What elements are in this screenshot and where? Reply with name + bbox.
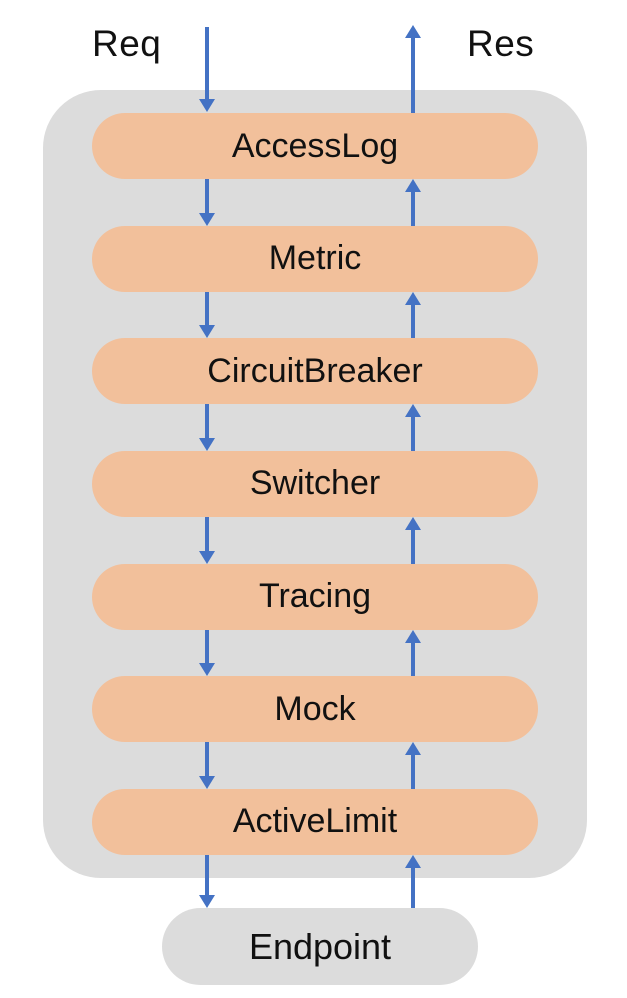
middleware-label: CircuitBreaker (207, 351, 423, 390)
middleware-pill-metric: Metric (92, 225, 538, 292)
res-arrow (405, 629, 421, 677)
middleware-pill-accesslog: AccessLog (92, 113, 538, 179)
middleware-chain-container: AccessLog Metric CircuitBreaker Switcher… (43, 90, 587, 878)
middleware-pill-mock: Mock (92, 676, 538, 743)
res-arrow (405, 179, 421, 226)
middleware-label: Mock (274, 689, 356, 728)
request-flow-label: Req (92, 23, 162, 64)
middleware-pill-activelimit: ActiveLimit (92, 788, 538, 855)
req-arrow (199, 517, 215, 564)
middleware-pill-circuitbreaker: CircuitBreaker (92, 338, 538, 405)
middleware-label: Tracing (258, 577, 372, 616)
res-out-arrow (405, 25, 421, 113)
middleware-pill-switcher: Switcher (92, 450, 538, 517)
req-in-arrow (199, 27, 215, 112)
req-arrow (199, 629, 215, 677)
req-arrow (199, 291, 215, 339)
res-arrow (405, 742, 421, 789)
endpoint-pill: Endpoint (162, 908, 478, 985)
middleware-label: AccessLog (231, 126, 399, 165)
middleware-label: ActiveLimit (232, 802, 398, 841)
middleware-label: Switcher (249, 464, 381, 503)
middleware-pill-tracing: Tracing (92, 563, 538, 630)
req-arrow (199, 179, 215, 226)
endpoint-label: Endpoint (248, 925, 392, 967)
response-flow-label: Res (467, 23, 535, 64)
res-arrow (405, 517, 421, 564)
req-arrow (199, 742, 215, 789)
res-endpoint-arrow (405, 855, 421, 908)
res-arrow (405, 404, 421, 451)
res-arrow (405, 291, 421, 339)
req-arrow (199, 404, 215, 451)
req-endpoint-arrow (199, 855, 215, 908)
middleware-label: Metric (268, 239, 362, 278)
